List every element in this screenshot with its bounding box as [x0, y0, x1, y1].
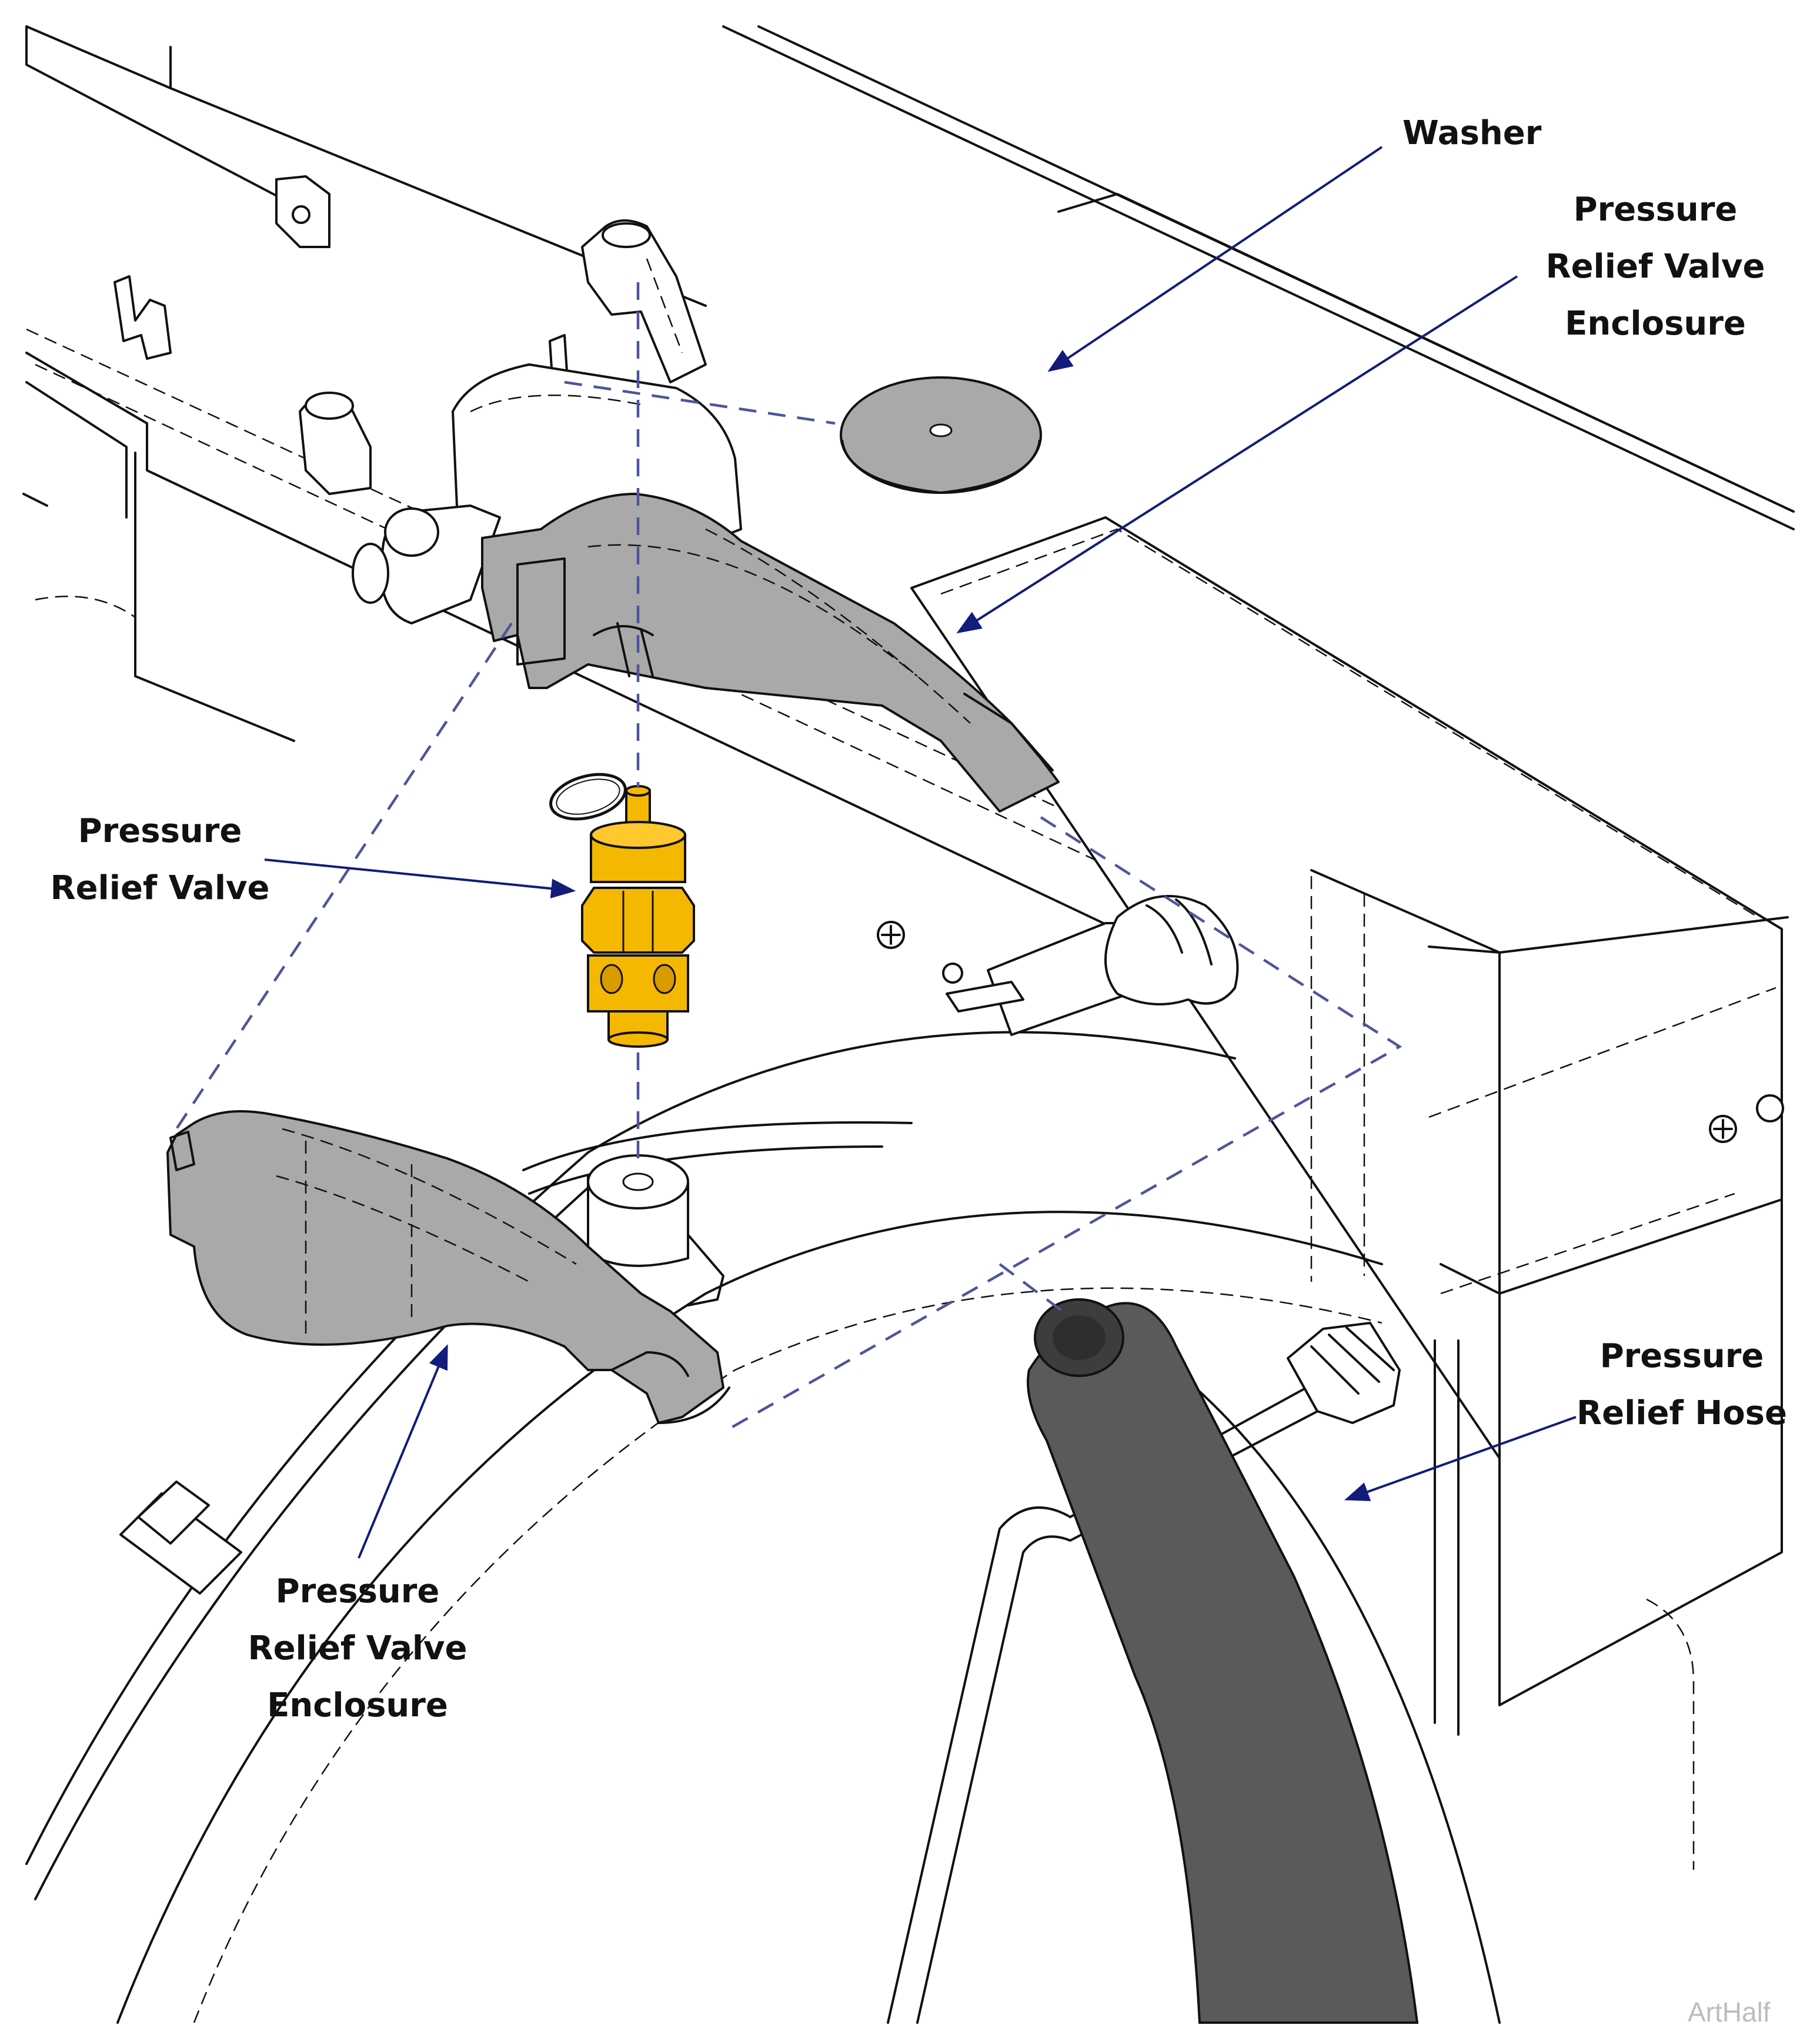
label-enclosure-bottom-line2: Relief Valve: [248, 1629, 467, 1668]
retaining-ring: [549, 773, 627, 821]
label-relief-hose: Pressure Relief Hose: [1577, 1337, 1787, 1432]
enclosure-installed: [481, 493, 1060, 813]
label-relief-valve-line2: Relief Valve: [50, 869, 269, 907]
watermark: ArtHalf: [1688, 1997, 1771, 2027]
label-relief-valve: Pressure Relief Valve: [50, 812, 269, 907]
enclosure-exploded: [166, 1110, 730, 1424]
leader-lines: [264, 146, 1577, 1559]
label-enclosure-bottom-line3: Enclosure: [267, 1686, 448, 1725]
pressure-relief-hose: [1027, 1298, 1419, 2024]
label-enclosure-bottom: Pressure Relief Valve Enclosure: [248, 1572, 467, 1725]
label-relief-valve-line1: Pressure: [78, 812, 242, 850]
label-enclosure-top-line2: Relief Valve: [1545, 248, 1765, 286]
label-washer: Washer: [1402, 114, 1542, 152]
pressure-relief-valve: [581, 785, 695, 1048]
hose-bracket: [887, 1322, 1401, 2024]
mounting-posts: [299, 219, 724, 1306]
machine-housing: [22, 25, 1795, 1870]
explosion-lines: [175, 282, 1402, 1430]
label-enclosure-top-line1: Pressure: [1574, 191, 1738, 229]
label-enclosure-bottom-line1: Pressure: [276, 1572, 440, 1610]
hose-fitting: [1287, 1322, 1401, 1424]
label-relief-hose-line1: Pressure: [1600, 1337, 1764, 1375]
label-enclosure-top-line3: Enclosure: [1565, 305, 1746, 343]
label-enclosure-top: Pressure Relief Valve Enclosure: [1545, 191, 1765, 343]
label-relief-hose-line2: Relief Hose: [1577, 1394, 1787, 1432]
washer-part: [840, 376, 1042, 494]
